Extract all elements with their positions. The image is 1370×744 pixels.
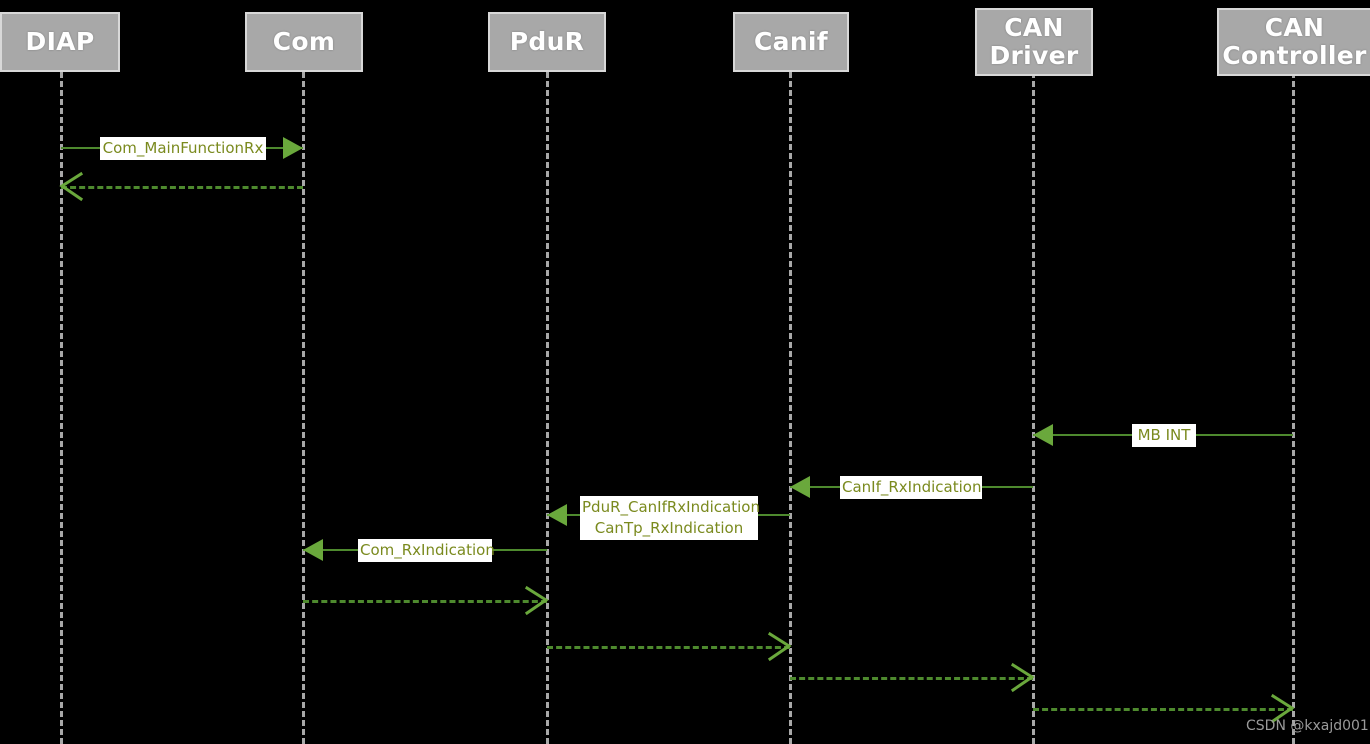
lifeline-pdur — [546, 72, 549, 744]
arrow-head-com-rxindication — [303, 539, 323, 561]
watermark: CSDN @kxajd001 — [1246, 718, 1369, 734]
participant-label: PduR — [509, 27, 585, 56]
participant-can-driver[interactable]: CAN Driver — [975, 8, 1093, 76]
message-label-pdur-canifrxindication: PduR_CanIfRxIndication CanTp_RxIndicatio… — [580, 496, 760, 540]
participant-label: Canif — [754, 27, 828, 56]
arrow-head-com-mainfunctionrx-return — [59, 171, 84, 202]
participant-diap[interactable]: DIAP — [0, 12, 120, 72]
message-label-mb-int: MB INT — [1132, 424, 1196, 447]
message-label-canif-rxindication: CanIf_RxIndication — [840, 476, 982, 499]
participant-label: CAN Controller — [1222, 13, 1367, 70]
participant-label: CAN Driver — [989, 13, 1079, 70]
lifeline-can-controller — [1292, 72, 1295, 744]
arrow-head-pdur-canifrxindication — [547, 504, 567, 526]
participant-com[interactable]: Com — [245, 12, 363, 72]
arrow-head-mb-int — [1033, 424, 1053, 446]
message-label-com-rxindication: Com_RxIndication — [358, 539, 495, 562]
participant-canif[interactable]: Canif — [733, 12, 849, 72]
lifeline-com — [302, 72, 305, 744]
lifeline-can-driver — [1032, 72, 1035, 744]
arrow-head-canif-candriver-return — [1010, 662, 1035, 693]
arrow-head-candriver-cancontroller-return — [1270, 693, 1295, 724]
message-line-com-rxindication-return — [303, 600, 547, 603]
participant-label: Com — [272, 27, 336, 56]
participant-label: DIAP — [25, 27, 95, 56]
lifeline-diap — [60, 72, 63, 744]
participant-pdur[interactable]: PduR — [488, 12, 606, 72]
arrow-head-canif-rxindication — [790, 476, 810, 498]
message-line-canif-candriver-return — [790, 677, 1033, 680]
arrow-head-com-rxindication-return — [524, 585, 549, 616]
arrow-head-pdur-canif-return — [767, 631, 792, 662]
participant-can-controller[interactable]: CAN Controller — [1217, 8, 1370, 76]
lifeline-canif — [789, 72, 792, 744]
message-label-com-mainfunctionrx: Com_MainFunctionRx — [100, 137, 266, 160]
message-line-pdur-canif-return — [547, 646, 790, 649]
arrow-head-com-mainfunctionrx — [283, 137, 303, 159]
message-line-candriver-cancontroller-return — [1033, 708, 1293, 711]
message-line-com-mainfunctionrx-return — [61, 186, 303, 189]
